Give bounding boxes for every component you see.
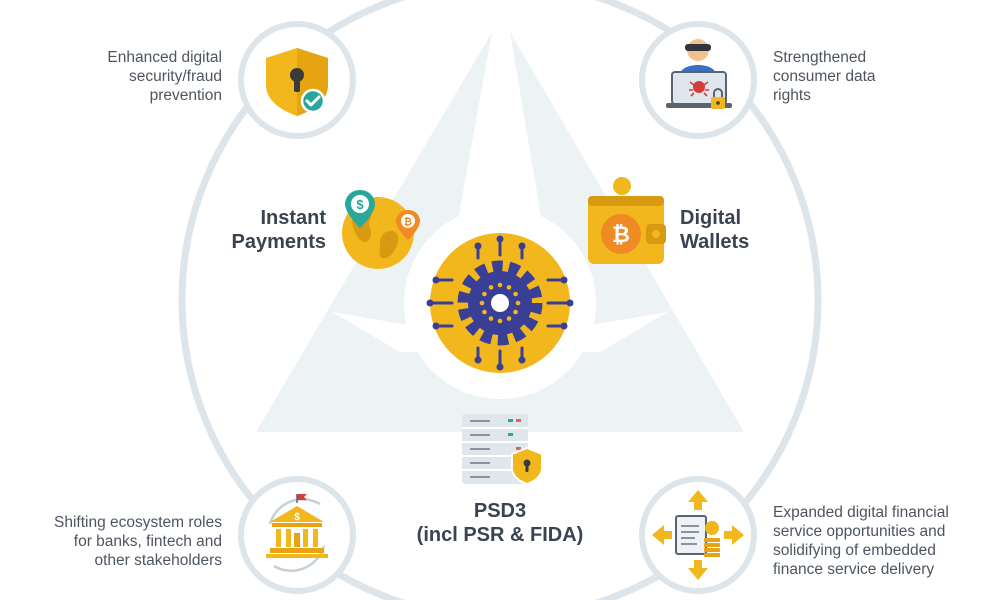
hacker-laptop-lock-icon — [666, 39, 732, 109]
outcome-bottom-left: Shifting ecosystem roles for banks, fint… — [54, 514, 222, 569]
server-shield-lock-icon — [462, 414, 543, 486]
globe-dollar-bitcoin-icon: $ ₿ — [342, 190, 420, 269]
bank-building-icon: $ — [266, 494, 328, 572]
outcome-bottom-right: Expanded digital financial service oppor… — [773, 504, 949, 578]
svg-text:$: $ — [356, 197, 364, 212]
eu-gear-circuit-icon — [426, 235, 574, 371]
outcome-top-left: Enhanced digital security/fraud preventi… — [107, 49, 222, 104]
outcome-top-right: Strengthened consumer data rights — [773, 49, 876, 104]
wallet-bitcoin-icon: ₿ — [588, 177, 666, 264]
document-coins-arrows-icon — [652, 490, 744, 580]
shield-lock-check-icon — [266, 48, 328, 116]
pillar-digital-wallets: Digital Wallets — [680, 207, 750, 253]
svg-text:₿: ₿ — [404, 216, 412, 228]
svg-text:₿: ₿ — [612, 222, 630, 247]
pillar-instant-payments: Instant Payments — [231, 207, 327, 253]
center-label-psd3: PSD3 (incl PSR & FIDA) — [416, 500, 584, 546]
svg-text:$: $ — [294, 512, 300, 523]
outer-ring — [178, 0, 822, 600]
